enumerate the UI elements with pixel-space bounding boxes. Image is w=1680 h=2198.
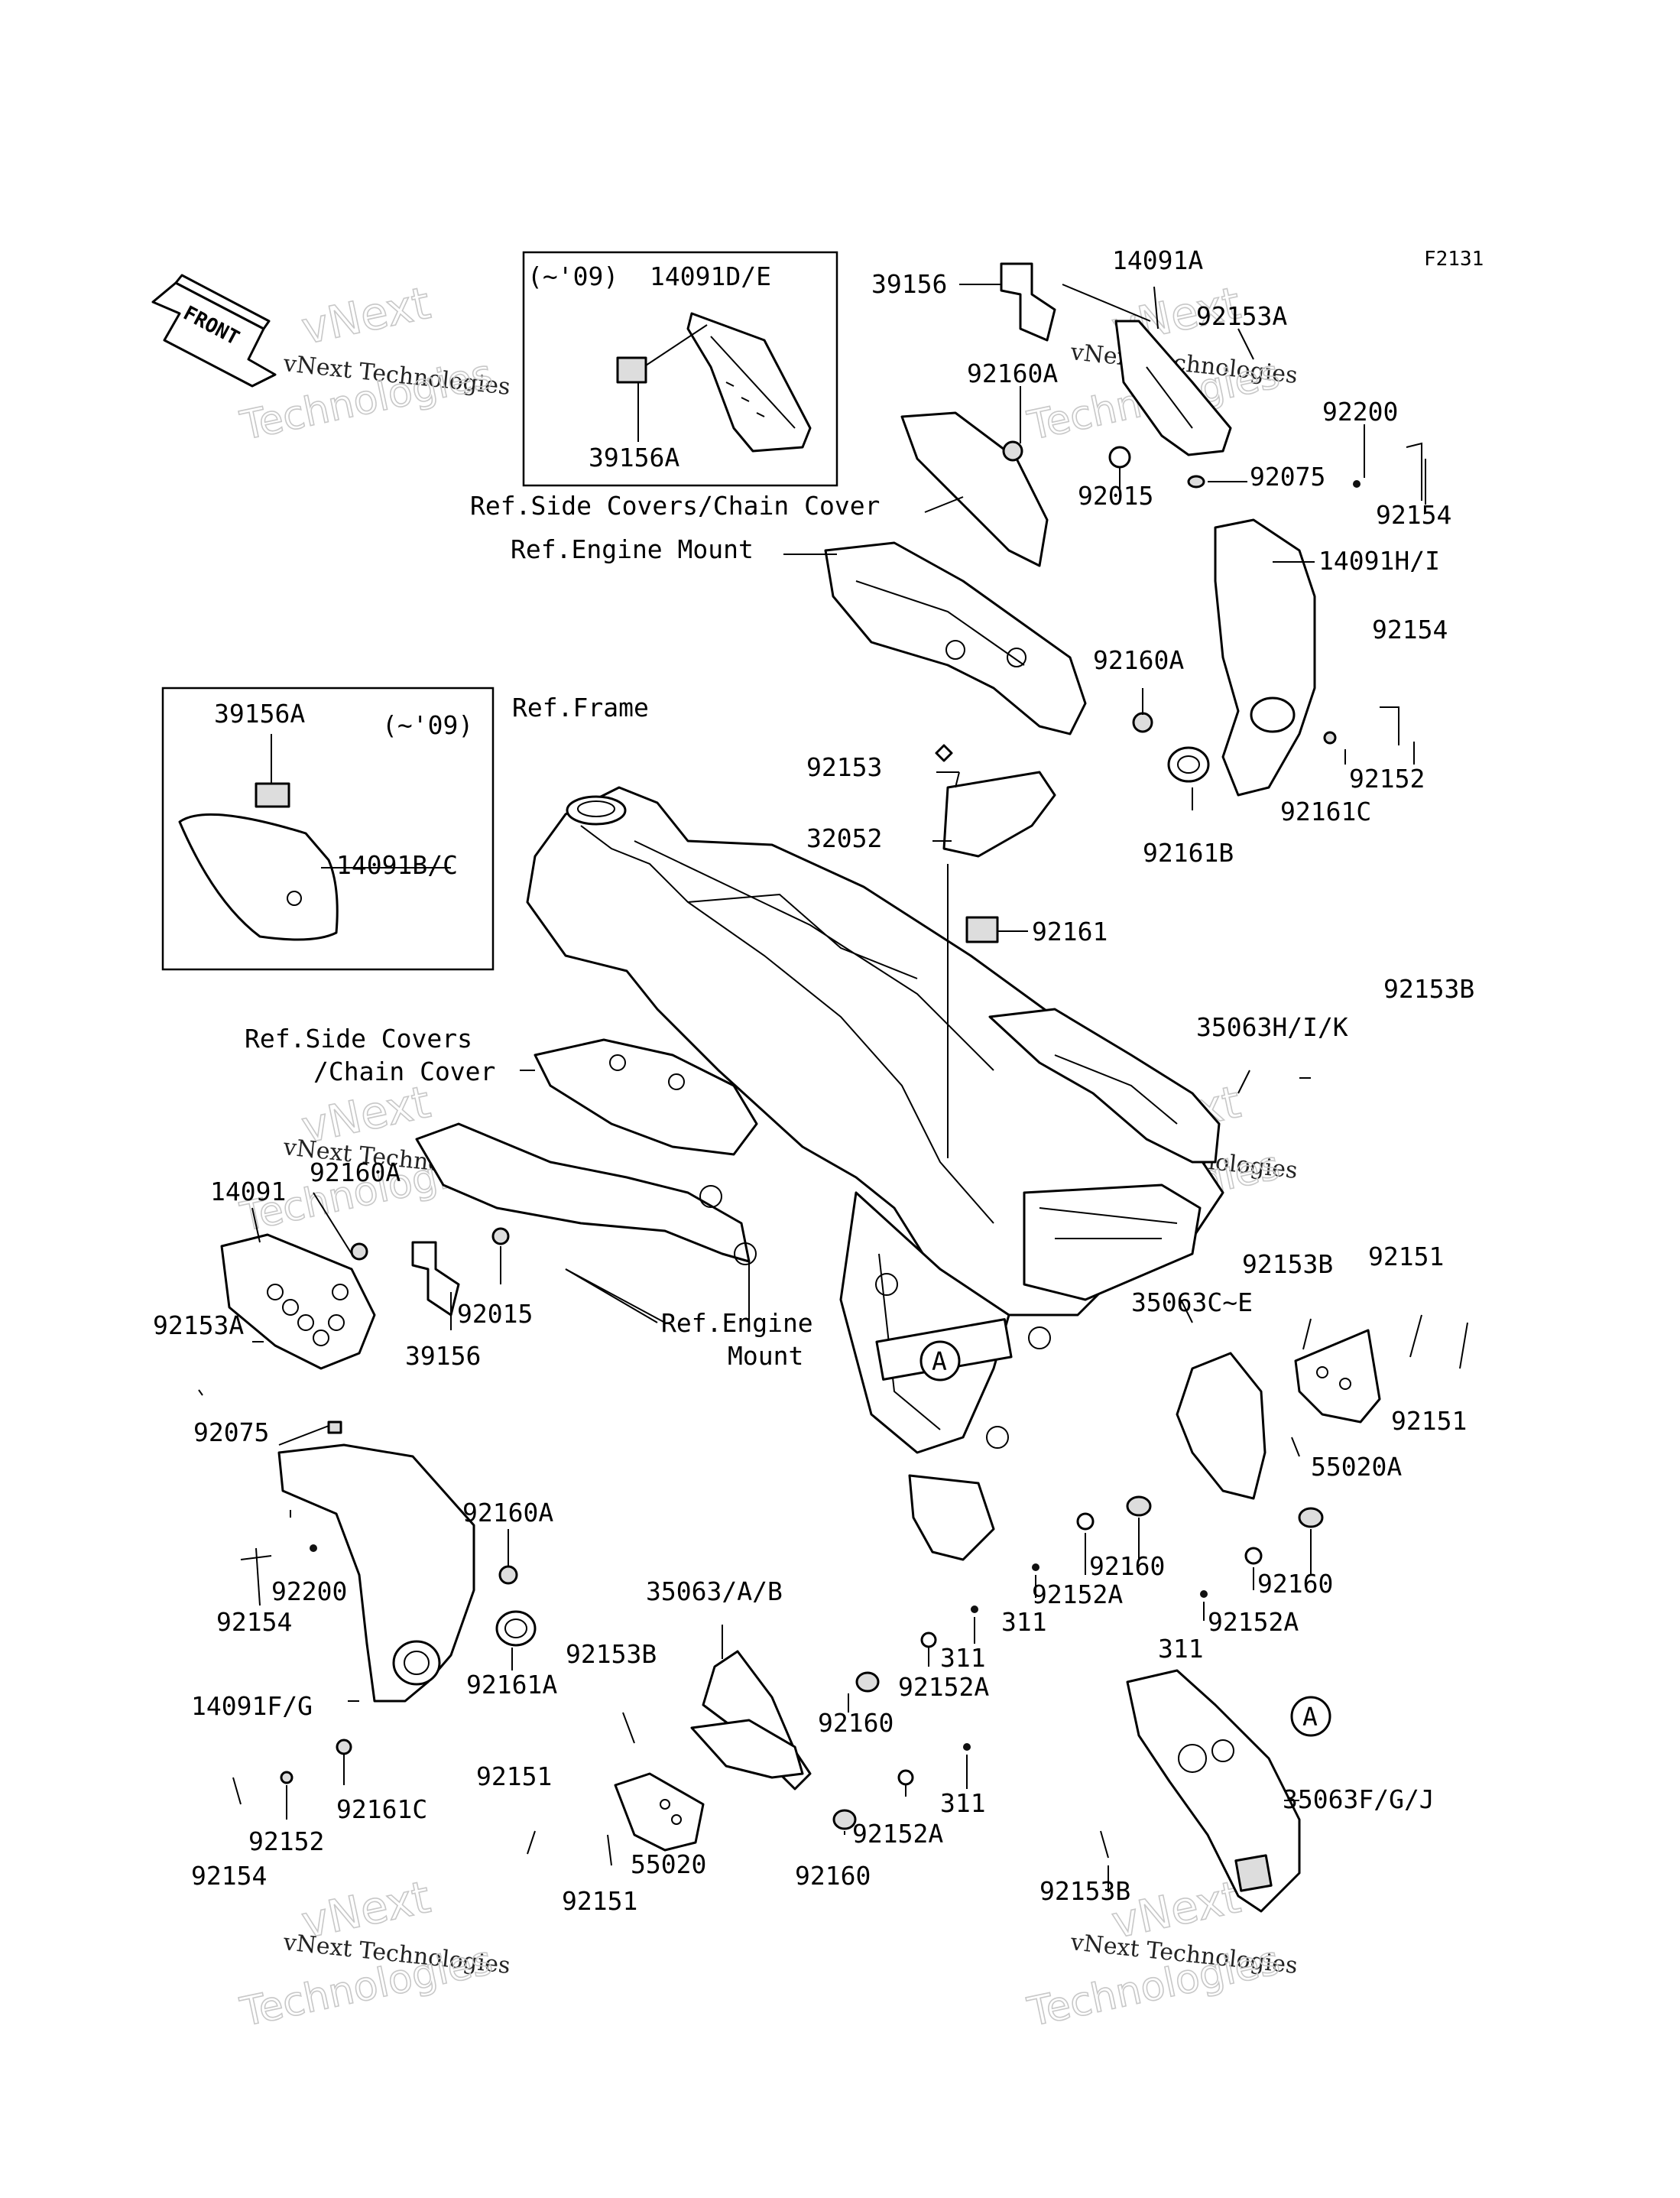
figure-code: F2131 (1424, 248, 1484, 271)
inset-2-pad-shape (255, 782, 290, 808)
label-92160A-top: 92160A (967, 359, 1058, 388)
label-311-c2: 311 (940, 1788, 986, 1818)
callout-A-frame-circle (919, 1340, 961, 1381)
label-92153A-top: 92153A (1196, 301, 1287, 331)
ref-engine-mount-top: Ref.Engine Mount (511, 534, 754, 564)
label-92154-mid: 92154 (1372, 615, 1448, 644)
main-frame-drawing: A (526, 786, 1224, 1561)
label-92160-c2: 92160 (795, 1861, 871, 1891)
label-92160A-mid: 92160A (1093, 645, 1184, 675)
label-92151-r2: 92151 (1391, 1406, 1467, 1436)
label-39156-top: 39156 (871, 269, 947, 299)
label-92161: 92161 (1032, 917, 1108, 946)
label-92015-top: 92015 (1078, 481, 1153, 511)
label-92151-l2: 92151 (562, 1886, 637, 1916)
label-92153: 92153 (806, 752, 882, 782)
label-92154-bot: 92154 (191, 1861, 267, 1891)
ref-engine-mount-left-1: Ref.Engine (661, 1308, 813, 1338)
label-311-c1: 311 (940, 1643, 986, 1673)
front-arrow-icon: FRONT (151, 274, 277, 388)
ref-side-covers-top: Ref.Side Covers/Chain Cover (470, 491, 880, 521)
bottom-right-brackets (988, 1008, 1468, 1598)
inset-2-cover-shape (178, 813, 339, 941)
watermark-bot-left: vNext vNext Technologies Technologies (235, 1870, 511, 2037)
label-92153A-left: 92153A (153, 1310, 244, 1340)
label-311-r2: 311 (1158, 1634, 1204, 1664)
inset-1-pad-shape (616, 356, 647, 384)
ref-engine-mount-left-2: Mount (728, 1341, 803, 1371)
label-14091: 14091 (210, 1177, 286, 1206)
label-92153B-mid: 92153B (1242, 1249, 1333, 1279)
label-92152A-r1: 92152A (1032, 1580, 1123, 1609)
label-92075-left: 92075 (193, 1417, 269, 1447)
callout-A-bracket: A (1302, 1702, 1318, 1732)
bottom-right-rear-bracket: A (1100, 1669, 1331, 1913)
inset-box-1: (~'09) 14091D/E 39156A (522, 251, 838, 487)
label-92200-low: 92200 (271, 1576, 347, 1606)
label-14091HI: 14091H/I (1318, 546, 1440, 576)
label-92200-top: 92200 (1322, 397, 1398, 427)
inset-2-year: (~'09) (382, 710, 473, 740)
inset-1-cover-shape (686, 312, 812, 453)
leader-lines (251, 284, 1426, 1892)
center-small-parts (942, 771, 1056, 1158)
label-92153B-low: 92153B (566, 1639, 657, 1669)
inset-box-2: 39156A (~'09) 14091B/C (161, 687, 495, 971)
left-side-parts (198, 1038, 758, 1805)
label-92075-top: 92075 (1250, 462, 1325, 492)
label-92160-r1: 92160 (1089, 1551, 1165, 1581)
label-92152A-c1: 92152A (898, 1672, 989, 1702)
label-311-r1: 311 (1001, 1607, 1047, 1637)
label-92153B-bot: 92153B (1039, 1876, 1130, 1906)
label-92161C-top: 92161C (1280, 797, 1371, 826)
inset-2-part-14091BC: 14091B/C (336, 850, 458, 880)
label-92152A-r2: 92152A (1208, 1607, 1299, 1637)
callout-A-bracket-circle (1290, 1696, 1331, 1737)
label-92153B-right: 92153B (1383, 974, 1474, 1004)
top-right-covers (824, 262, 1422, 797)
label-92160-c1: 92160 (818, 1708, 894, 1738)
part-labels: 39156 14091A 92153A 92160A 92200 92075 9… (153, 245, 1474, 1916)
label-35063HIK: 35063H/I/K (1196, 1012, 1348, 1042)
label-35063FGJ: 35063F/G/J (1283, 1784, 1435, 1814)
bottom-center-bracket (527, 1605, 978, 1866)
label-92161B: 92161B (1143, 838, 1234, 868)
label-92160A-left: 92160A (310, 1157, 401, 1187)
label-92152-low: 92152 (248, 1826, 324, 1856)
label-92151-r1: 92151 (1368, 1242, 1444, 1271)
label-92015-left: 92015 (457, 1299, 533, 1329)
label-55020: 55020 (631, 1849, 706, 1879)
label-35063AB: 35063/A/B (646, 1576, 783, 1606)
label-55020A: 55020A (1311, 1452, 1402, 1482)
label-92154-low: 92154 (216, 1607, 292, 1637)
label-35063CE: 35063C~E (1131, 1287, 1253, 1317)
inset-1-part-14091DE: 14091D/E (650, 261, 771, 291)
label-14091FG: 14091F/G (191, 1691, 313, 1721)
callout-A-frame: A (932, 1346, 947, 1376)
inset-1-part-39156A: 39156A (589, 443, 679, 472)
label-14091A: 14091A (1112, 245, 1203, 275)
label-92152-mid: 92152 (1349, 764, 1425, 794)
label-92151-l1: 92151 (476, 1761, 552, 1791)
inset-1-year: (~'09) (527, 261, 618, 291)
ref-side-covers-left-2: /Chain Cover (313, 1057, 495, 1086)
label-92160A-low: 92160A (462, 1498, 553, 1528)
label-92160-r2: 92160 (1257, 1569, 1333, 1599)
label-32052: 32052 (806, 823, 882, 853)
label-92152A-c2: 92152A (852, 1819, 943, 1849)
label-92161A: 92161A (466, 1670, 557, 1700)
svg-text:vNext: vNext (297, 277, 435, 355)
label-92154-top: 92154 (1376, 500, 1451, 530)
label-92161C-low: 92161C (336, 1794, 427, 1824)
label-39156-left: 39156 (405, 1341, 481, 1371)
inset-2-part-39156A: 39156A (214, 699, 305, 729)
ref-side-covers-left-1: Ref.Side Covers (245, 1024, 472, 1054)
watermark-top-left: vNext vNext Technologies Technologies (235, 276, 511, 450)
ref-frame: Ref.Frame (512, 693, 649, 722)
